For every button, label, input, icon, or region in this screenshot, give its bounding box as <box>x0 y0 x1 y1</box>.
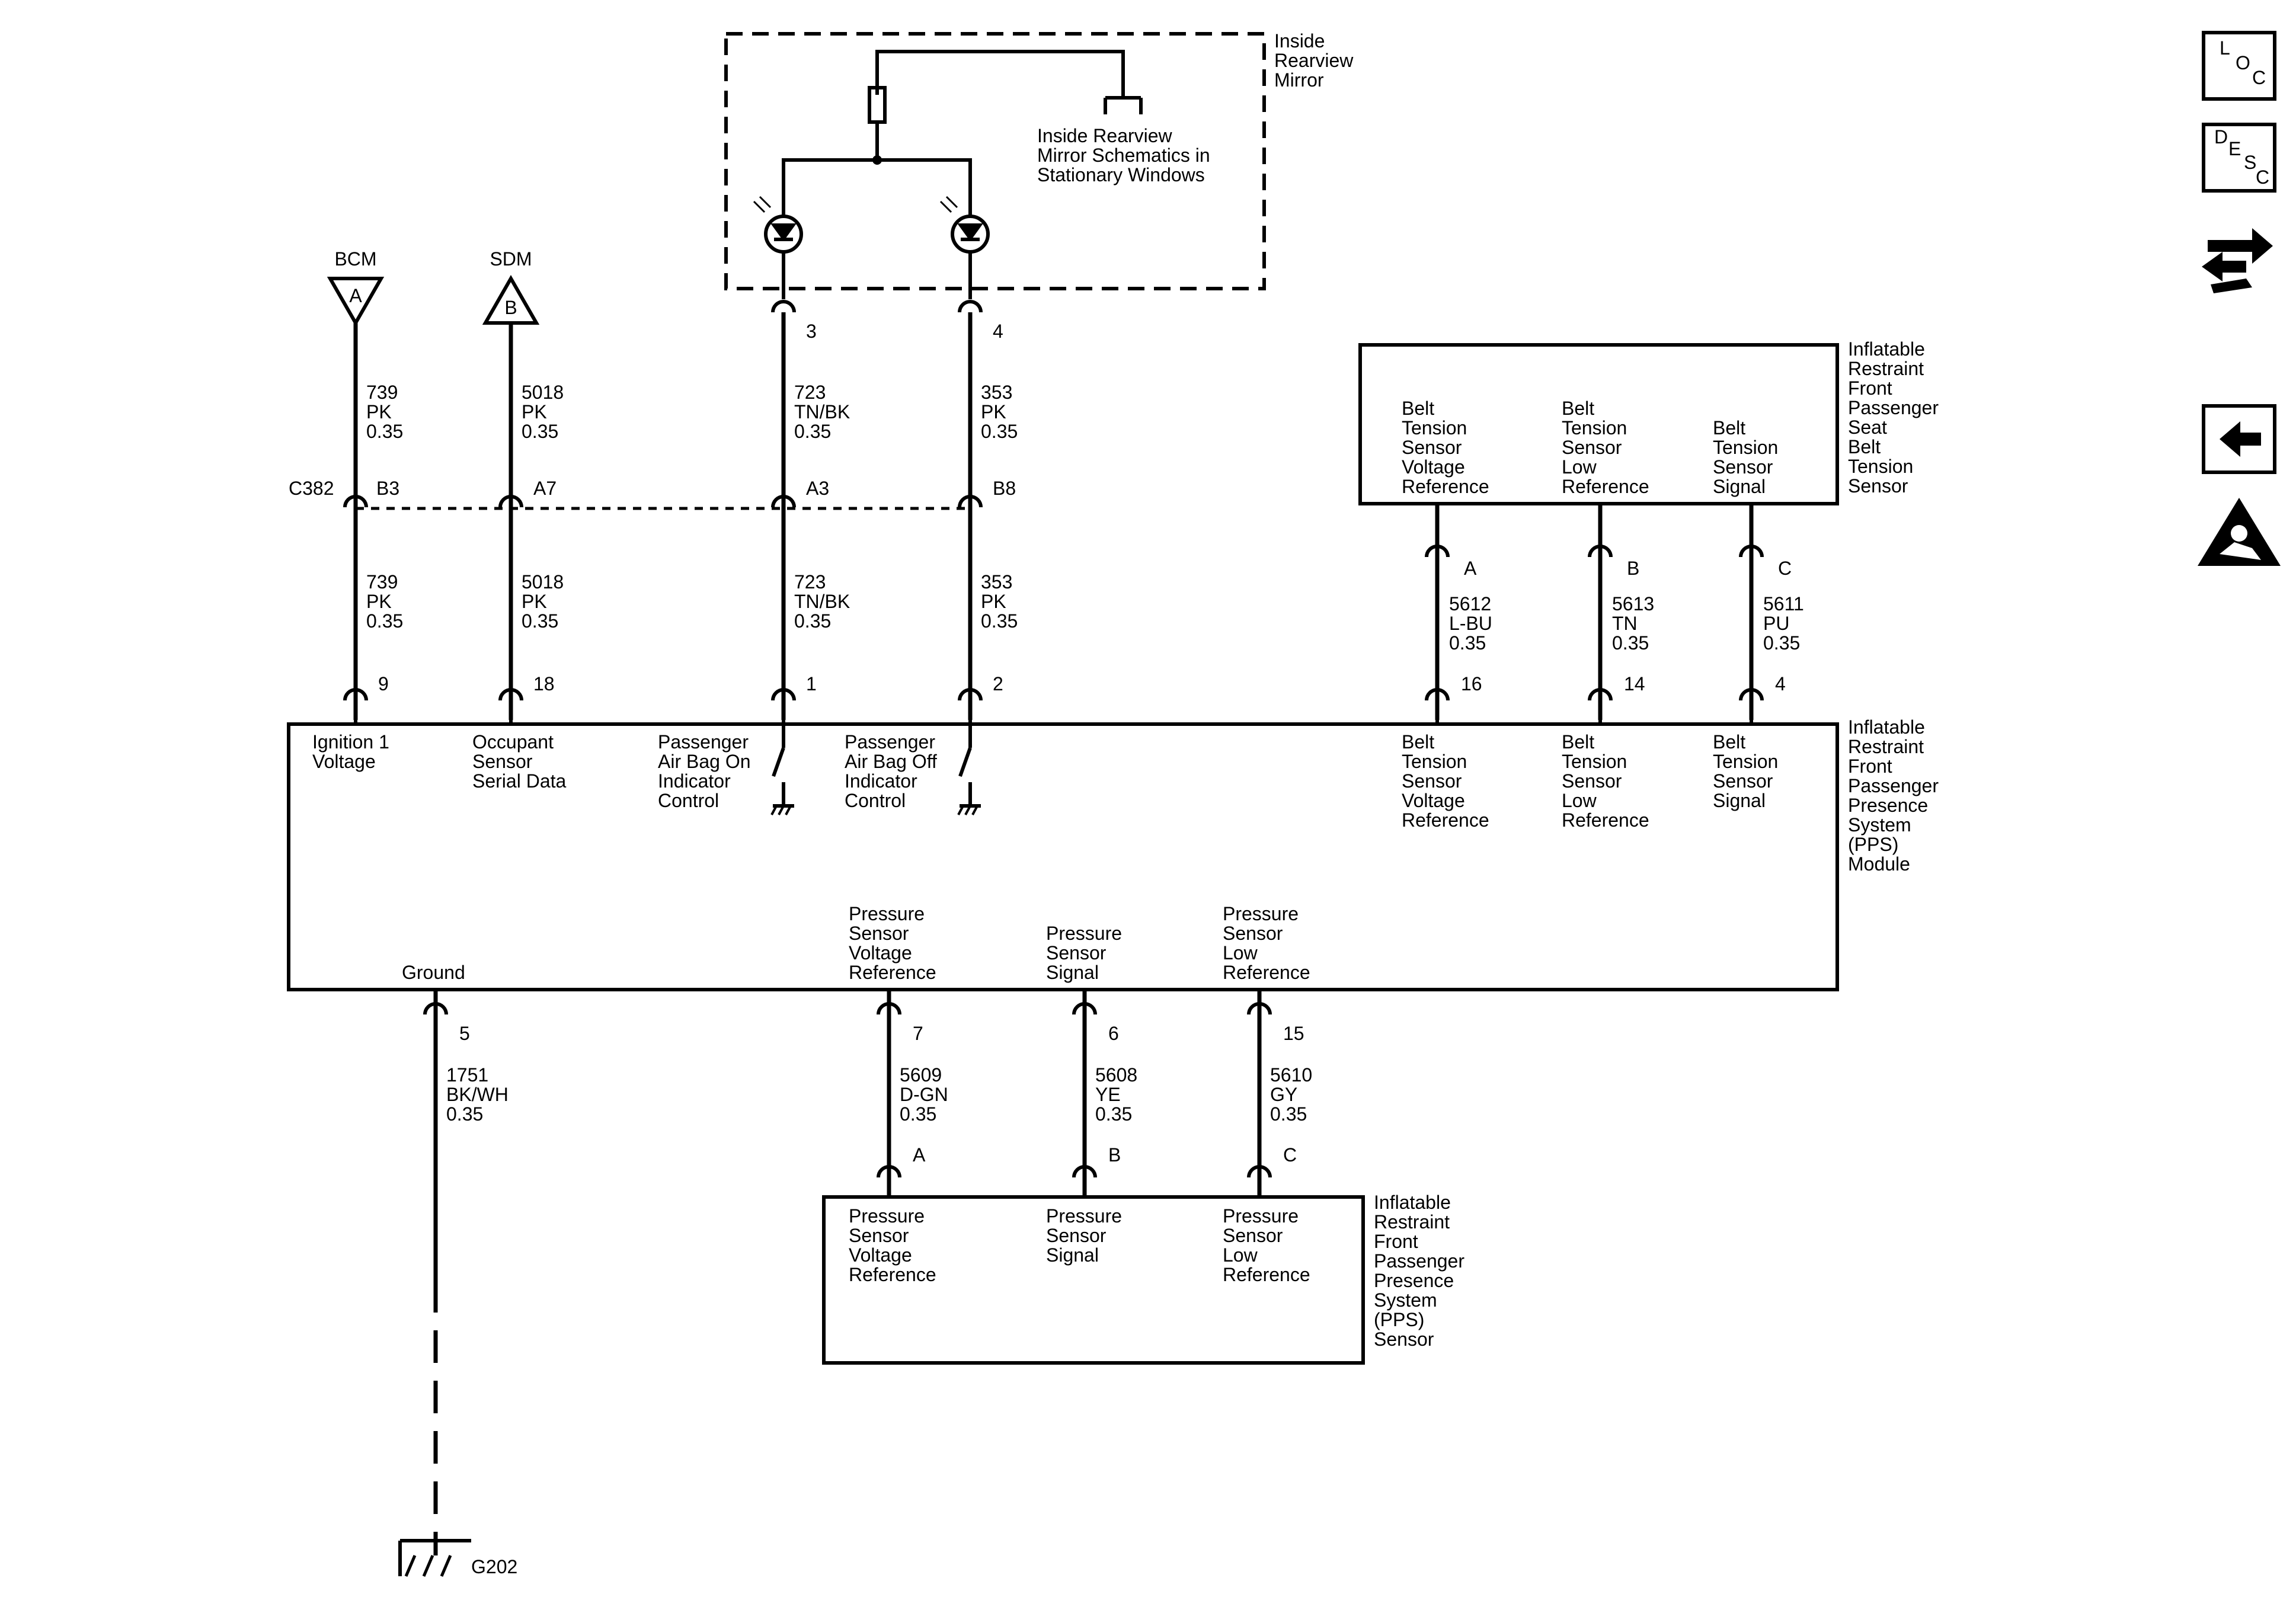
svg-text:C: C <box>2256 167 2269 188</box>
connector-pin: A7 <box>533 478 557 499</box>
mirror-pin-3: 3 <box>806 321 817 342</box>
module-pin: 2 <box>993 673 1003 694</box>
module-pin: 1 <box>806 673 817 694</box>
svg-text:D: D <box>2214 126 2228 148</box>
mirror-schematic-note: Inside Rearview Mirror Schematics in Sta… <box>1037 125 1216 185</box>
sensor-pin: C <box>1283 1144 1297 1166</box>
belt-sensor-pin: C <box>1778 558 1792 579</box>
belt-sensor-title: Inflatable Restraint Front Passenger Sea… <box>1848 338 1944 497</box>
module-pin: 15 <box>1283 1023 1304 1044</box>
module-pin: 4 <box>1775 673 1786 694</box>
module-pin: 7 <box>913 1023 923 1044</box>
desc-button[interactable]: D E S C <box>2202 123 2276 193</box>
bcm-reference: BCM A <box>327 248 385 327</box>
sensor-title: Inflatable Restraint Front Passenger Pre… <box>1374 1192 1470 1350</box>
connector-name: C382 <box>289 478 334 499</box>
sdm-name: SDM <box>490 248 532 270</box>
connector-pin: B8 <box>993 478 1016 499</box>
belt-sensor-label: Belt Tension Sensor Low Reference <box>1562 398 1649 497</box>
svg-text:C: C <box>2252 67 2266 88</box>
module-pin: 9 <box>378 673 389 694</box>
module-pin: 16 <box>1461 673 1482 694</box>
mirror-title: Inside Rearview Mirror <box>1274 30 1358 91</box>
module-pin: 5 <box>459 1023 470 1044</box>
loc-button[interactable]: L O C <box>2202 31 2276 101</box>
right-toolbar: L O C D E S C <box>2198 31 2282 566</box>
wires <box>353 312 1754 1280</box>
svg-text:E: E <box>2228 138 2241 159</box>
module-pin: 18 <box>533 673 555 694</box>
pps-module: 9 18 1 2 16 14 4 <box>287 673 1944 1044</box>
ground-point-label: G202 <box>471 1556 517 1577</box>
ground-symbol-icon <box>398 1539 471 1577</box>
belt-tension-sensor: Inflatable Restraint Front Passenger Sea… <box>1358 338 1944 654</box>
module-title: Inflatable Restraint Front Passenger Pre… <box>1848 716 1944 875</box>
connector-pin: A3 <box>806 478 829 499</box>
bcm-name: BCM <box>334 248 376 270</box>
sdm-reference: SDM B <box>482 248 540 325</box>
back-button[interactable] <box>2202 404 2276 474</box>
belt-sensor-pin: A <box>1464 558 1477 579</box>
belt-sensor-pin: B <box>1627 558 1639 579</box>
svg-text:S: S <box>2244 152 2256 173</box>
inside-rearview-mirror: Inside Rearview Mirror Inside Rearview M… <box>724 30 1358 342</box>
module-pin: 14 <box>1624 673 1645 694</box>
connector-tool-icon[interactable] <box>2199 213 2282 296</box>
module-ground-label: Ground <box>402 962 465 983</box>
belt-sensor-label: Belt Tension Sensor Voltage Reference <box>1402 398 1489 497</box>
svg-text:L: L <box>2220 37 2230 59</box>
connector-pin: B3 <box>376 478 399 499</box>
mirror-pin-4: 4 <box>993 321 1003 342</box>
airbag-warning-icon[interactable] <box>2198 498 2281 566</box>
c382-labels: C382 B3 A7 A3 B8 <box>289 478 1016 499</box>
svg-text:O: O <box>2236 52 2250 73</box>
sensor-pin: B <box>1108 1144 1121 1166</box>
sensor-pin: A <box>913 1144 926 1166</box>
module-pin: 6 <box>1108 1023 1119 1044</box>
belt-sensor-label: Belt Tension Sensor Signal <box>1713 417 1783 497</box>
bcm-letter: A <box>349 285 362 306</box>
sdm-letter: B <box>504 297 517 318</box>
